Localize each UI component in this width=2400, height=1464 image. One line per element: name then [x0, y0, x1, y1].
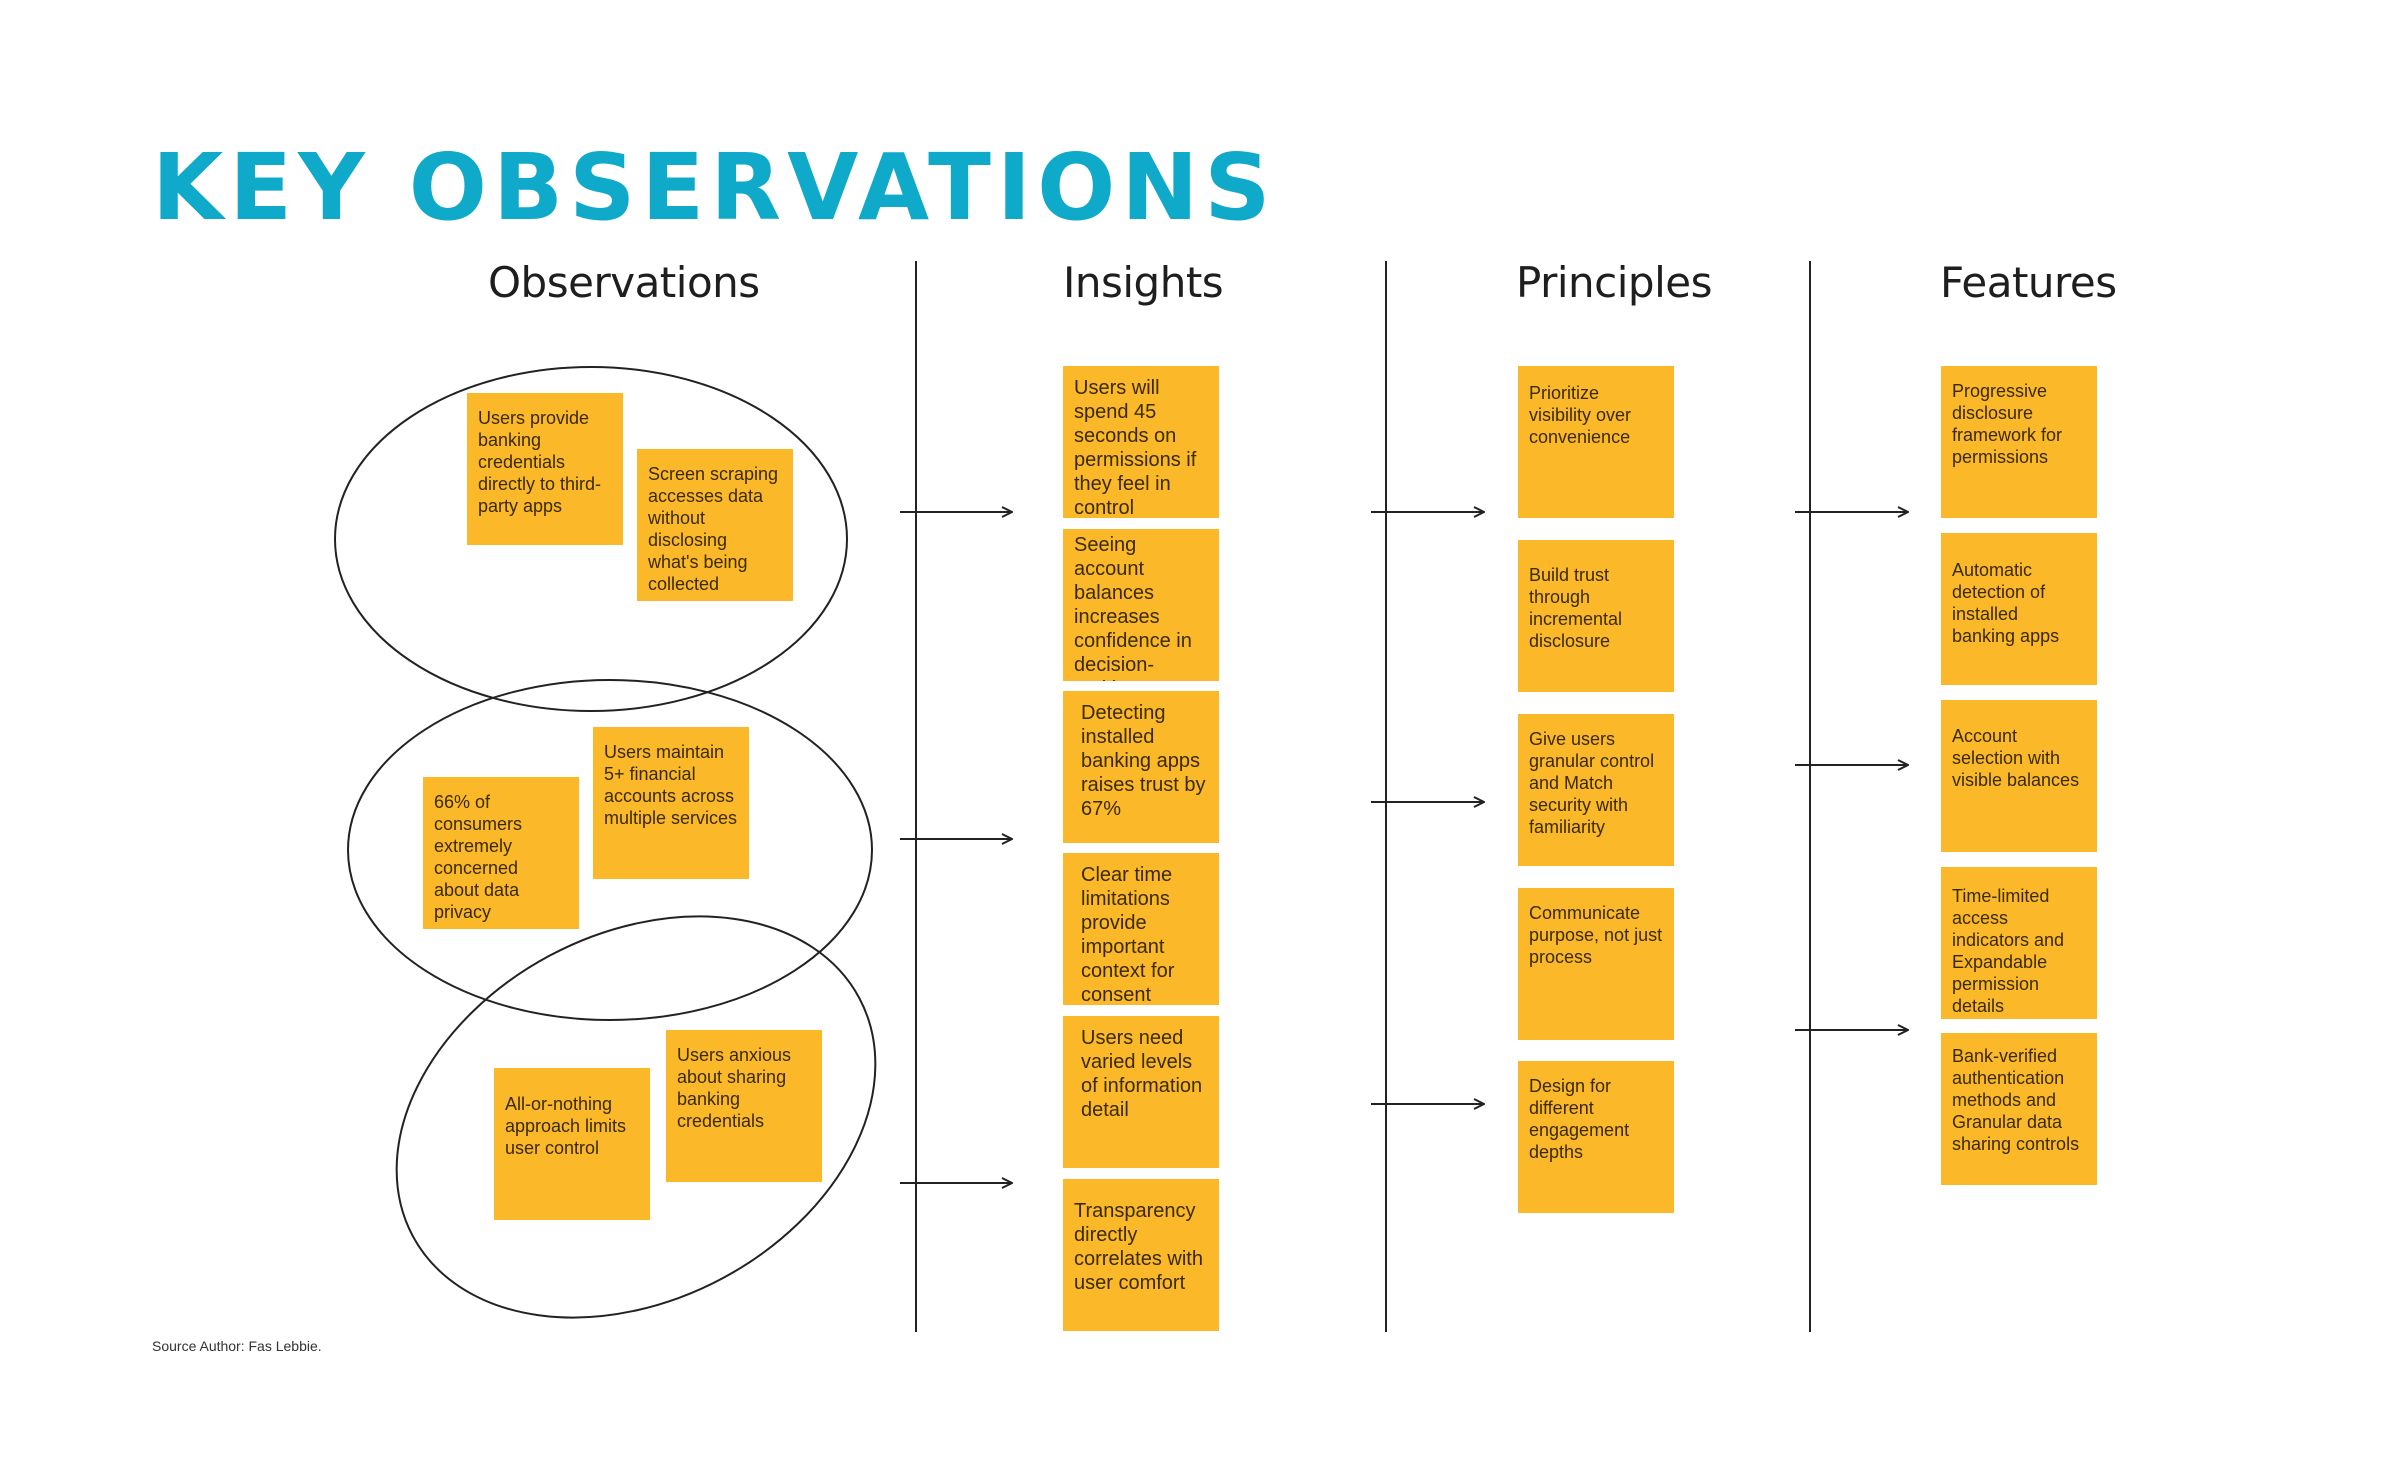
insight-note: Users need varied levels of information … [1063, 1016, 1219, 1168]
cluster-ellipse-3 [395, 915, 877, 1319]
observation-note: Users maintain 5+ financial accounts acr… [593, 727, 749, 879]
principle-note: Communicate purpose, not just process [1518, 888, 1674, 1040]
feature-note: Account selection with visible balances [1941, 700, 2097, 852]
source-credit: Source Author: Fas Lebbie. [152, 1338, 322, 1354]
column-heading-features: Features [1940, 258, 2117, 307]
cluster-ellipse-1 [334, 366, 848, 712]
feature-note: Bank-verified authentication methods and… [1941, 1033, 2097, 1185]
feature-note: Progressive disclosure framework for per… [1941, 366, 2097, 518]
observation-note: Users anxious about sharing banking cred… [666, 1030, 822, 1182]
page-title: KEY OBSERVATIONS [152, 134, 1277, 241]
insight-note: Users will spend 45 seconds on permissio… [1063, 366, 1219, 518]
observation-note: Screen scraping accesses data without di… [637, 449, 793, 601]
observation-note: All-or-nothing approach limits user cont… [494, 1068, 650, 1220]
cluster-ellipse-2 [347, 679, 873, 1021]
insight-note: Transparency directly correlates with us… [1063, 1179, 1219, 1331]
insight-note: Detecting installed banking apps raises … [1063, 691, 1219, 843]
column-heading-principles: Principles [1516, 258, 1712, 307]
observation-note: 66% of consumers extremely concerned abo… [423, 777, 579, 929]
principle-note: Design for different engagement depths [1518, 1061, 1674, 1213]
feature-note: Time-limited access indicators and Expan… [1941, 867, 2097, 1019]
principle-note: Prioritize visibility over convenience [1518, 366, 1674, 518]
column-heading-observations: Observations [488, 258, 760, 307]
observation-note: Users provide banking credentials direct… [467, 393, 623, 545]
column-heading-insights: Insights [1063, 258, 1224, 307]
insight-note: Seeing account balances increases confid… [1063, 529, 1219, 681]
insight-note: Clear time limitations provide important… [1063, 853, 1219, 1005]
feature-note: Automatic detection of installed banking… [1941, 533, 2097, 685]
principle-note: Build trust through incremental disclosu… [1518, 540, 1674, 692]
principle-note: Give users granular control and Match se… [1518, 714, 1674, 866]
